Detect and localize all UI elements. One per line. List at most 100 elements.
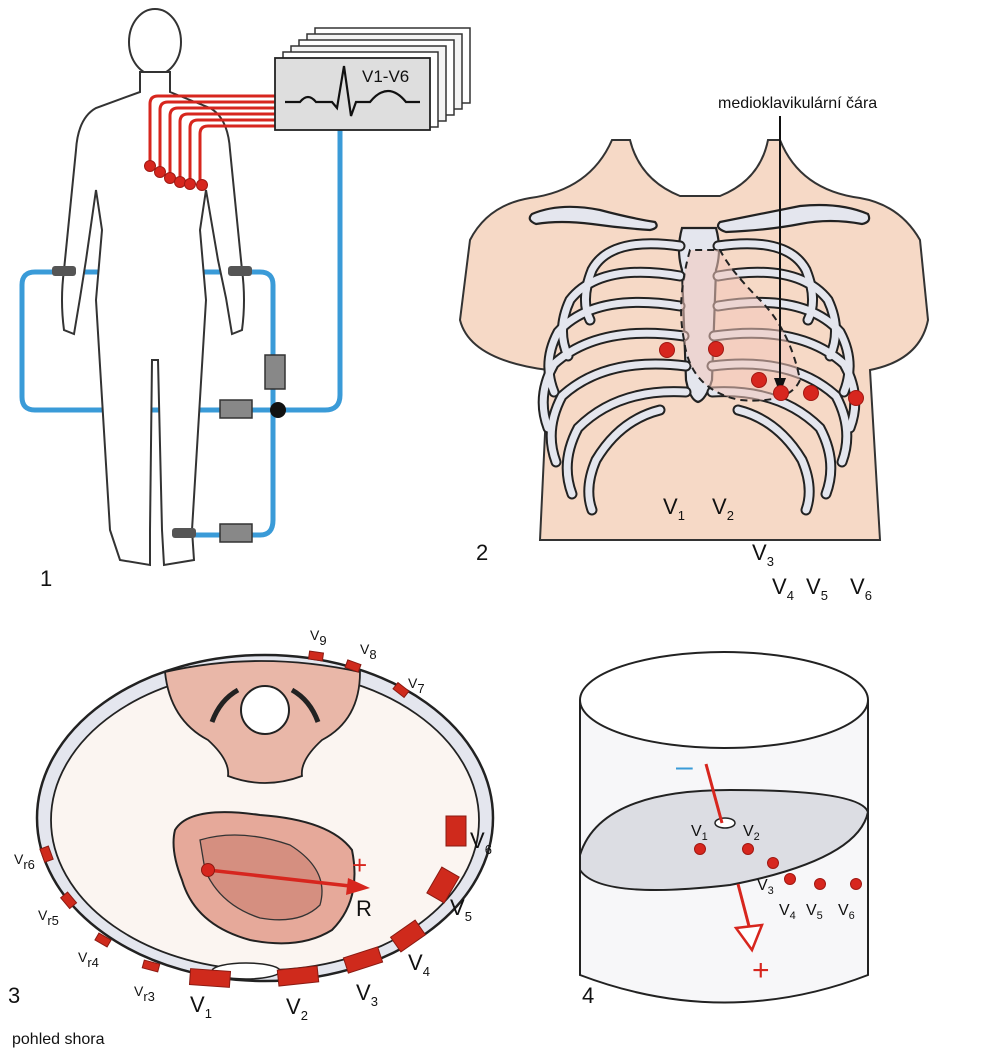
vertebral-body [240,685,290,735]
chest-lead-wires [148,94,275,184]
chest-electrodes [144,160,208,191]
ecg-monitor [274,57,431,131]
panel-3: + R V1 V2 V3 V4 V5 V6 V7 V8 V9 Vr3 Vr4 [8,627,495,1048]
plus-sign: + [752,954,770,987]
cable-box-center [219,399,253,419]
electrode-v3 [751,372,767,388]
electrode-v6 [850,878,862,890]
cable-junction [270,402,286,418]
svg-text:V2: V2 [743,823,760,843]
vertebral-arch [209,687,321,723]
electrode-v4 [773,385,789,401]
label-v3: V3 [757,877,774,897]
label-v1: V1 [663,494,685,523]
electrode-v1 [144,160,156,172]
wrist-band-right [52,266,76,276]
annotation-midclavicular: medioklavikulární čára [718,95,877,112]
electrode-v5 [803,385,819,401]
plane-hole [714,817,736,829]
electrode-v2 [742,843,754,855]
svg-text:Vr5: Vr5 [38,907,59,928]
vector-label: R [356,896,372,921]
label-v9: V9 [310,627,327,648]
pad-v3 [342,946,384,974]
electrode-v6 [196,179,208,191]
label-vr3: Vr3 [134,983,155,1004]
svg-text:V4: V4 [408,950,430,979]
svg-text:V3: V3 [356,980,378,1009]
label-vr5: Vr5 [38,907,59,928]
label-v1: V1 [691,823,708,843]
figure-number-2: 2 [476,540,488,565]
electrode-v6 [848,390,864,406]
electrical-axis-vector [207,868,351,888]
svg-text:V6: V6 [838,902,855,922]
svg-text:Vr4: Vr4 [78,949,99,970]
pad-v1 [188,968,232,988]
label-v8: V8 [360,641,377,662]
vector-origin [201,863,215,877]
label-v6: V6 [838,902,855,922]
pad-v9 [307,650,325,662]
pad-vr4 [94,932,112,948]
vector-arrowhead [346,878,370,895]
label-v6: V6 [850,574,872,603]
pad-v4 [389,919,427,953]
electrode-v2 [708,341,724,357]
svg-text:V5: V5 [806,902,823,922]
electrode-v1 [694,843,706,855]
label-vr4: Vr4 [78,949,99,970]
label-v4: V4 [408,950,430,979]
minus-sign: – [676,750,693,783]
label-v5: V5 [806,574,828,603]
pad-vr5 [59,891,78,910]
caption-view-from-above: pohled shora [12,1031,105,1048]
electrode-pads [39,650,467,988]
electrode-v3 [164,172,176,184]
label-v7: V7 [408,675,425,696]
pad-vr6 [39,845,54,863]
figure-number-3: 3 [8,983,20,1008]
label-v3: V3 [356,980,378,1009]
electrode-v4 [784,873,796,885]
label-v1: V1 [190,992,212,1021]
svg-text:V1: V1 [691,823,708,843]
svg-text:Vr3: Vr3 [134,983,155,1004]
cylinder-top [579,651,869,749]
ankle-band [172,528,196,538]
panel-2: medioklavikulární čára V1 V2 V3 V4 V5 V6… [458,95,930,603]
ecg-monitor-stack: V1-V6 [274,27,471,131]
electrode-v2 [154,166,166,178]
svg-text:V2: V2 [286,994,308,1023]
label-v6: V6 [470,828,492,857]
vector-upper [704,763,724,824]
ecg-waveform [285,65,420,117]
svg-text:V1: V1 [663,494,685,523]
human-figure [61,8,245,567]
electrode-v3 [767,857,779,869]
vector-plus-sign: + [352,850,367,880]
pad-v5 [426,866,460,904]
label-v4: V4 [779,902,796,922]
svg-text:Vr6: Vr6 [14,851,35,872]
svg-text:V2: V2 [712,494,734,523]
label-v5: V5 [806,902,823,922]
svg-text:V1: V1 [190,992,212,1021]
vector-lower [736,883,752,931]
label-v3: V3 [752,540,774,569]
svg-text:V5: V5 [450,895,472,924]
svg-text:V7: V7 [408,675,425,696]
figure-number-4: 4 [582,983,594,1008]
pad-vr3 [141,959,161,973]
pad-v2 [276,965,320,987]
wrist-band-left [228,266,252,276]
svg-text:V6: V6 [850,574,872,603]
pad-v7 [392,681,410,699]
vector-arrowhead-hollow [733,923,764,953]
monitor-label: V1-V6 [362,67,409,86]
tilted-plane [579,788,870,891]
label-v5: V5 [450,895,472,924]
label-v2: V2 [286,994,308,1023]
electrode-v5 [814,878,826,890]
